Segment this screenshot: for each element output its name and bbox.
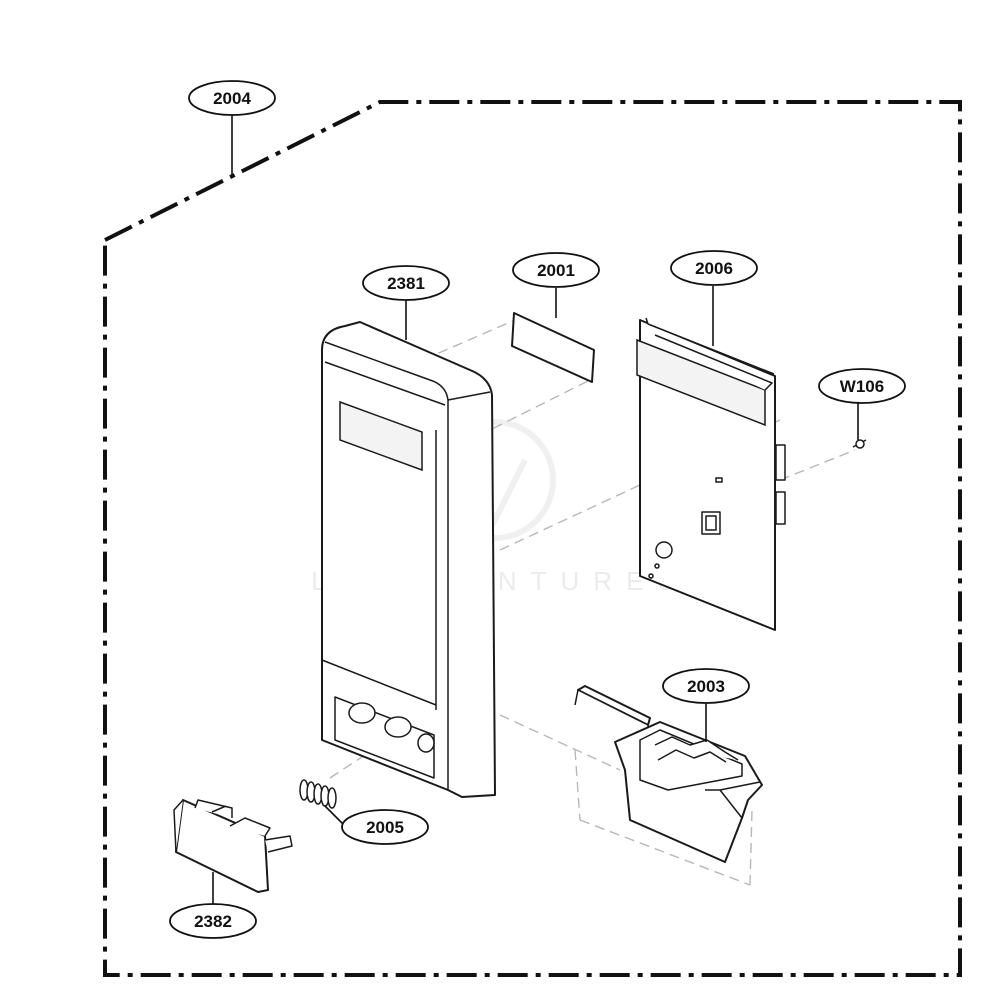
- callout-2004: 2004: [188, 80, 276, 116]
- callout-2001-label: 2001: [537, 261, 575, 280]
- display-window-film: [511, 312, 595, 383]
- pcb-board: [636, 317, 786, 631]
- callout-2001: 2001: [512, 252, 600, 288]
- callout-2381: 2381: [362, 265, 450, 301]
- callout-2006-label: 2006: [695, 259, 733, 278]
- screw: [852, 439, 867, 449]
- callout-W106: W106: [818, 368, 906, 404]
- callout-2382: 2382: [169, 903, 257, 939]
- leader-lines: [212, 115, 859, 905]
- callout-2006: 2006: [670, 250, 758, 286]
- spring: [299, 779, 337, 809]
- callout-W106-label: W106: [840, 377, 884, 396]
- callout-2004-label: 2004: [213, 89, 251, 108]
- assembly-boundary: [103, 100, 962, 977]
- door-lever: [574, 685, 763, 863]
- control-panel-housing: [321, 321, 496, 798]
- callout-2005: 2005: [341, 809, 429, 845]
- callout-2005-label: 2005: [366, 818, 404, 837]
- callout-2382-label: 2382: [194, 912, 232, 931]
- callout-2003-label: 2003: [687, 677, 725, 696]
- callout-2003: 2003: [662, 668, 750, 704]
- callout-2381-label: 2381: [387, 274, 425, 293]
- push-button: [173, 799, 293, 893]
